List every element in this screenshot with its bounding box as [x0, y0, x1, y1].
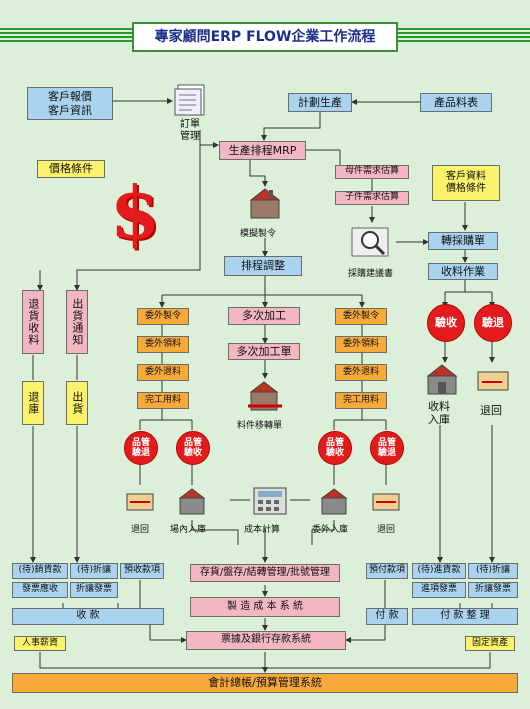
schedule-adjust-box[interactable]: 排程調整: [224, 256, 302, 276]
order-mgmt-line1: 訂單: [180, 119, 200, 130]
receive-in-label: 收料 入庫: [428, 400, 450, 426]
inspect-return-circle[interactable]: 驗退: [474, 304, 512, 342]
customer-data-box[interactable]: 客戶資料 價格條件: [432, 165, 500, 201]
purchase-suggest-label: 採購建議書: [348, 269, 394, 279]
qc-return-left-text: 品管驗退: [131, 437, 150, 458]
multi-process-order-box[interactable]: 多次加工單: [228, 343, 300, 360]
page-title: 專家顧問ERP FLOW企業工作流程: [132, 22, 398, 52]
outsource-order-left[interactable]: 委外製令: [137, 308, 189, 325]
plant-in-label: 場內入庫: [170, 525, 207, 535]
parent-est-box[interactable]: 母件需求估算: [335, 165, 409, 179]
receive-in-line1: 收料: [428, 400, 450, 413]
discount-invoice-right-box[interactable]: 折讓發票: [468, 582, 518, 598]
return-right-label: 退回: [377, 525, 396, 535]
order-mgmt-line2: 管理: [180, 131, 200, 142]
shipment-box[interactable]: 出貨: [66, 381, 88, 425]
calculator-icon: [253, 487, 287, 515]
outsource-return-right[interactable]: 委外退料: [335, 364, 387, 381]
customer-data-line1: 客戶資料: [446, 170, 486, 182]
payroll-box[interactable]: 人事薪資: [14, 636, 66, 651]
product-bom-box[interactable]: 產品料表: [420, 93, 492, 112]
gl-budget-box[interactable]: 會計總帳/預算管理系統: [12, 673, 518, 693]
mrp-box[interactable]: 生產排程MRP: [219, 141, 306, 160]
receiving-box[interactable]: 收料作業: [428, 263, 498, 280]
magnifier-icon: [351, 227, 389, 257]
manufacture-cost-box[interactable]: 製 造 成 本 系 統: [190, 597, 340, 617]
outsource-in-label: 委外入庫: [312, 525, 349, 535]
return-left-icon: [126, 493, 154, 511]
customer-info-line1: 客戶報價: [48, 89, 92, 103]
discount-invoice-box[interactable]: 折讓發票: [70, 582, 118, 598]
plant-in-icon: [178, 488, 206, 515]
qc-accept-left-text: 品管驗收: [183, 437, 202, 458]
inventory-box[interactable]: 存貨/盤存/結轉管理/批號管理: [190, 564, 340, 582]
receive-in-line2: 入庫: [428, 413, 450, 427]
inspect-accept-circle[interactable]: 驗收: [427, 304, 465, 342]
complete-material-left[interactable]: 完工用料: [137, 392, 189, 409]
bill-bank-box[interactable]: 票據及銀行存款系統: [186, 631, 346, 650]
child-est-box[interactable]: 子件需求估算: [335, 191, 409, 205]
qc-return-left[interactable]: 品管驗退: [124, 431, 158, 465]
qc-accept-right-text: 品管驗收: [325, 437, 344, 458]
pending-discount-right-box[interactable]: (待)折讓: [468, 563, 518, 579]
fixed-asset-box[interactable]: 固定資產: [465, 636, 515, 651]
simulation-label: 模擬製令: [240, 229, 277, 239]
dollar-icon: $: [110, 170, 161, 255]
outsource-in-icon: [320, 488, 348, 515]
qc-return-right-text: 品管驗退: [377, 437, 396, 458]
title-bar: 專家顧問ERP FLOW企業工作流程: [0, 22, 530, 52]
transfer-icon: [248, 381, 282, 411]
return-stock-box[interactable]: 退庫: [22, 381, 44, 425]
outsource-pick-left[interactable]: 委外領料: [137, 336, 189, 353]
outsource-return-left[interactable]: 委外退料: [137, 364, 189, 381]
collection-box[interactable]: 收 款: [12, 608, 164, 625]
pending-discount-box[interactable]: (待)折讓: [70, 563, 118, 579]
qc-return-right[interactable]: 品管驗退: [370, 431, 404, 465]
part-transfer-label: 料件移轉單: [237, 421, 283, 431]
customer-info-line2: 客戶資訊: [48, 103, 92, 117]
payment-settle-box[interactable]: 付 款 整 理: [412, 608, 518, 625]
factory-icon: [249, 188, 281, 219]
customer-data-line2: 價格條件: [446, 183, 486, 194]
cost-calc-label: 成本計算: [244, 525, 281, 535]
purchase-invoice-box[interactable]: 進項發票: [412, 582, 466, 598]
return-left-label: 退回: [131, 525, 150, 535]
production-plan-box[interactable]: 計劃生產: [288, 93, 352, 112]
warehouse-icon: [426, 364, 458, 395]
to-purchase-box[interactable]: 轉採購單: [428, 232, 498, 250]
advance-receipt-box[interactable]: 預收款項: [120, 563, 164, 579]
outsource-pick-right[interactable]: 委外領料: [335, 336, 387, 353]
return-back-label: 退回: [480, 404, 502, 417]
customer-info-box[interactable]: 客戶報價 客戶資訊: [27, 87, 113, 120]
multi-process-box[interactable]: 多次加工: [228, 307, 300, 325]
complete-material-right[interactable]: 完工用料: [335, 392, 387, 409]
order-mgmt-label: 訂單 管理: [180, 119, 200, 143]
qc-accept-right[interactable]: 品管驗收: [318, 431, 352, 465]
pending-purchase-box[interactable]: (待)進貨款: [412, 563, 466, 579]
price-terms-box[interactable]: 價格條件: [37, 160, 105, 178]
document-icon: [174, 84, 205, 116]
pending-sale-box[interactable]: (待)銷貨款: [12, 563, 68, 579]
prepayment-box[interactable]: 預付款項: [366, 563, 408, 579]
outsource-order-right[interactable]: 委外製令: [335, 308, 387, 325]
ship-notice-box[interactable]: 出貨通知: [66, 290, 88, 354]
return-truck-icon: [477, 371, 509, 391]
sales-invoice-box[interactable]: 發票應收: [12, 582, 68, 598]
return-receive-box[interactable]: 退貨收料: [22, 290, 44, 354]
payment-box[interactable]: 付 款: [366, 608, 408, 625]
return-right-icon: [372, 493, 400, 511]
qc-accept-left[interactable]: 品管驗收: [176, 431, 210, 465]
